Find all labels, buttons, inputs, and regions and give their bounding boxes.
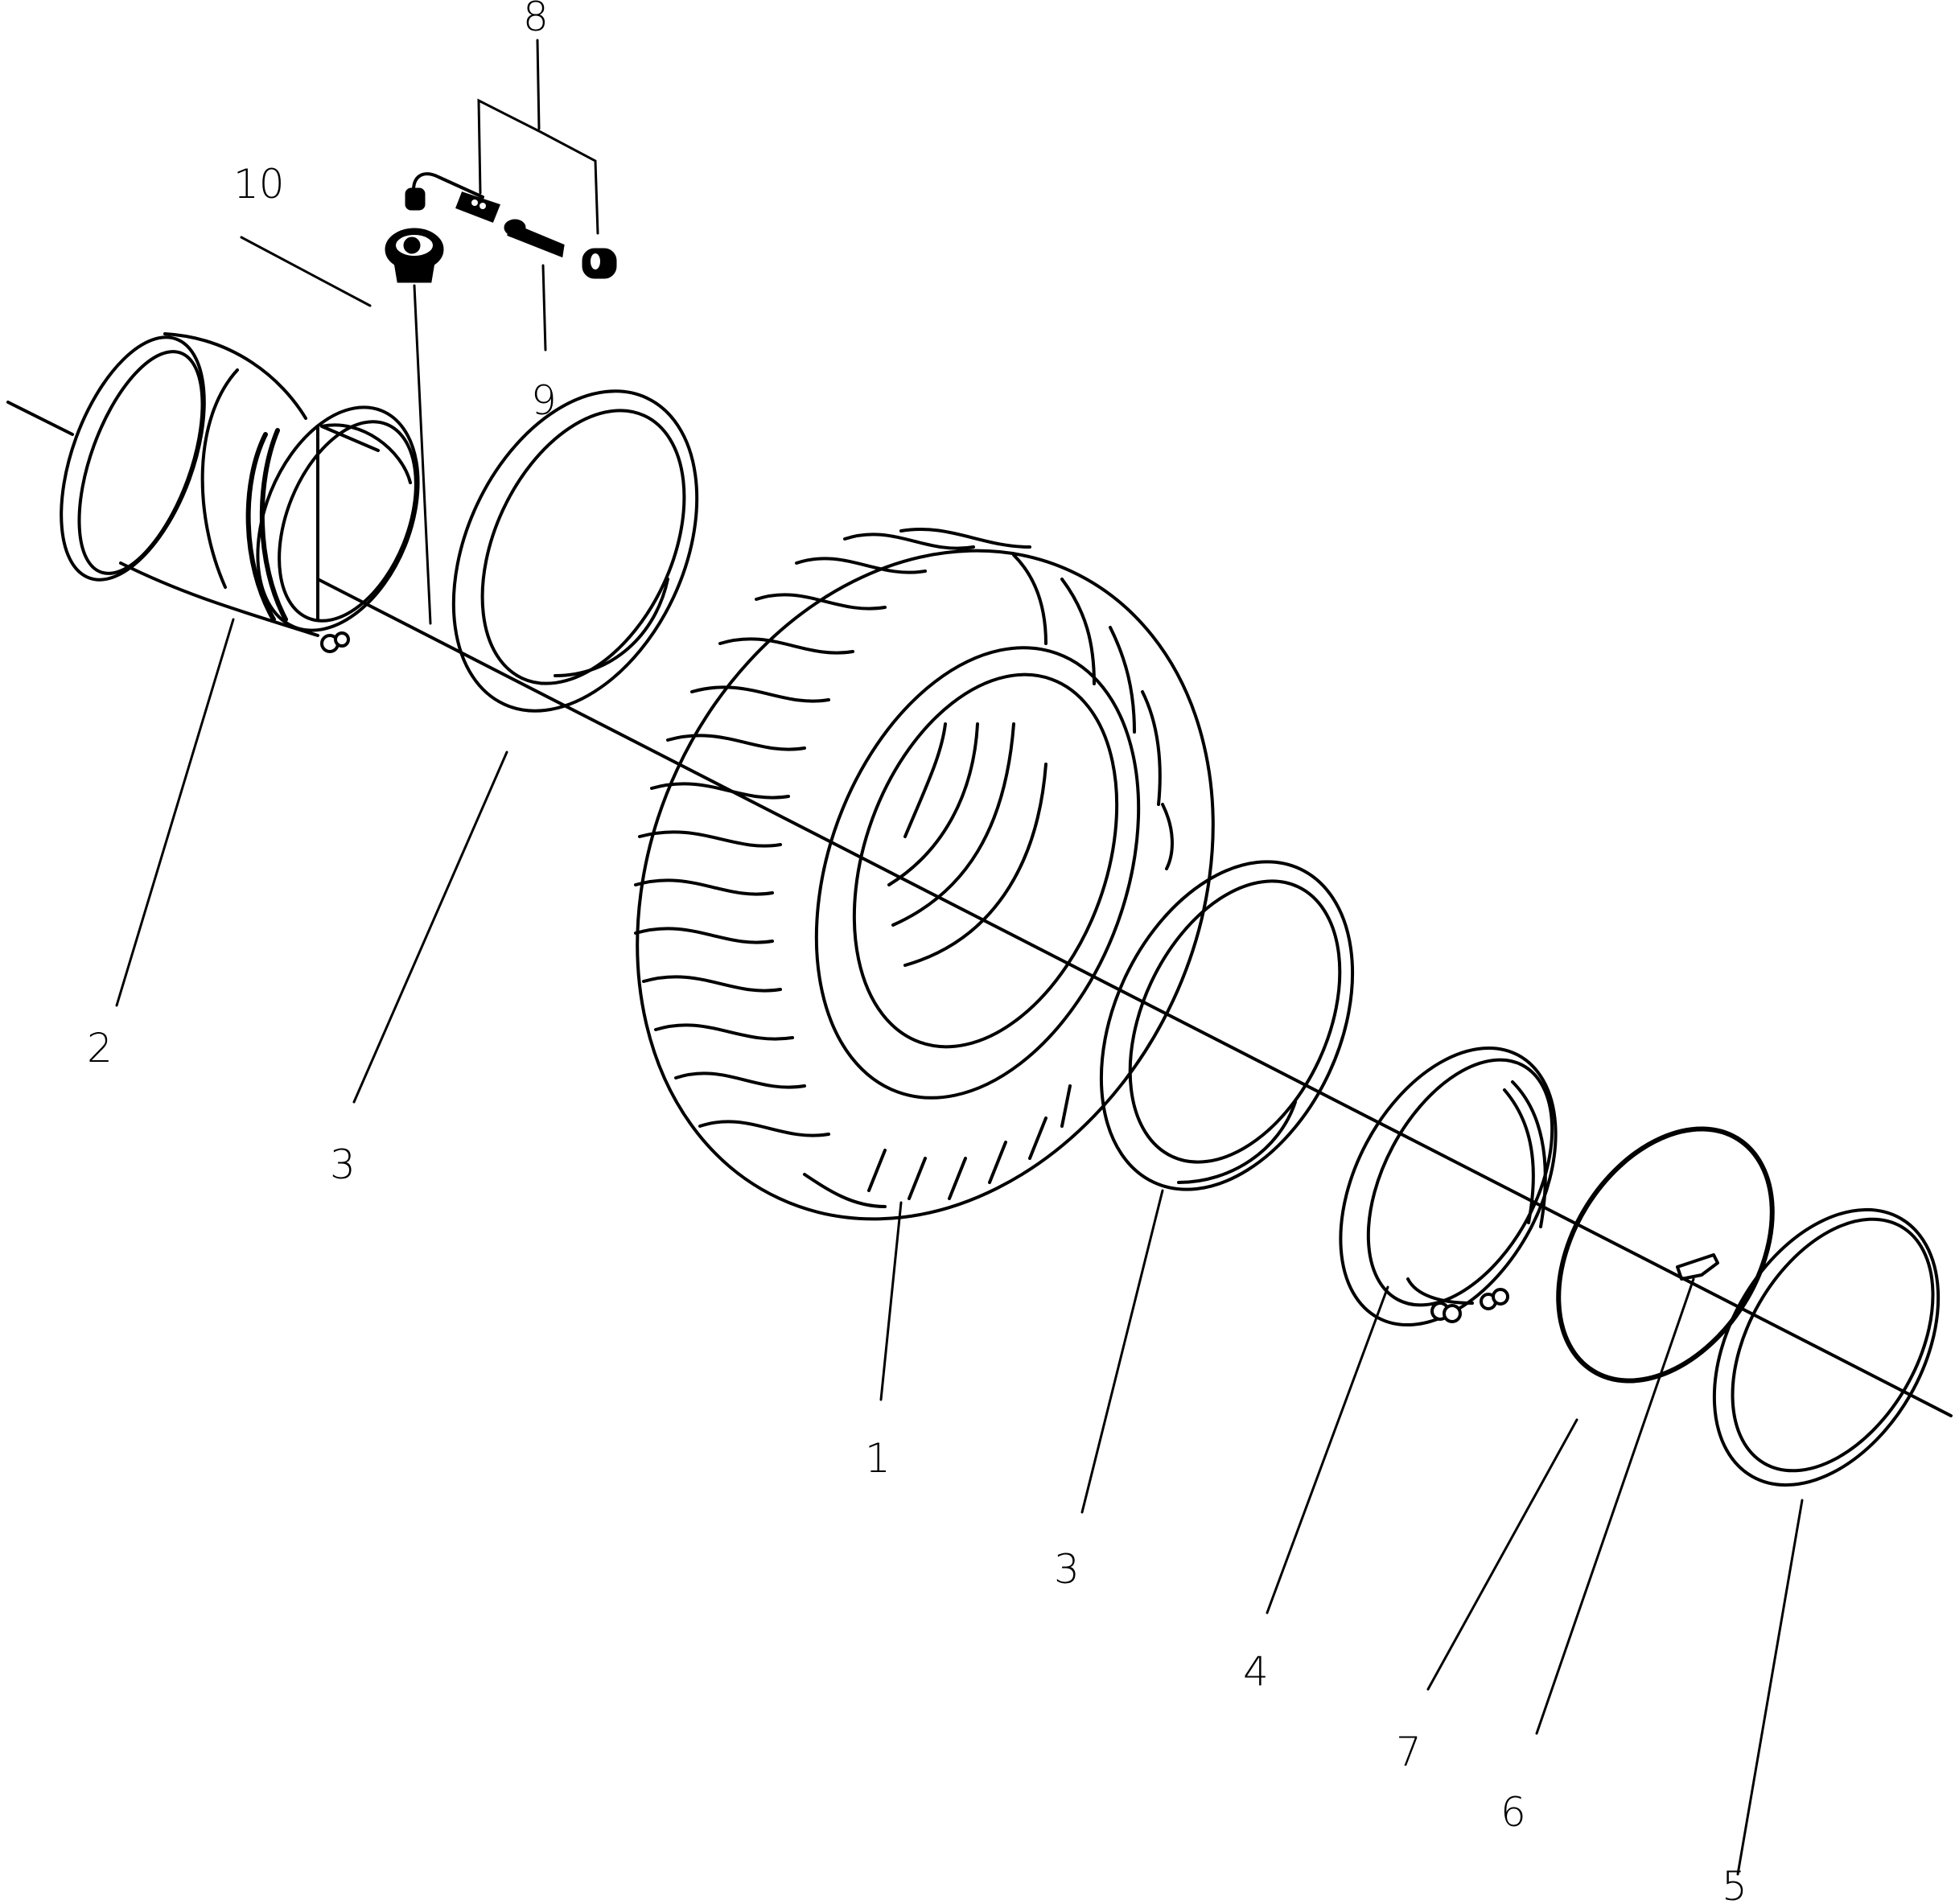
callout-label-2: 2 — [87, 1025, 113, 1071]
callout-label-7: 7 — [1396, 1729, 1422, 1775]
callout-label-3a: 3 — [330, 1141, 356, 1188]
callout-labels: 8 10 9 2 3 1 3 4 7 6 5 — [87, 0, 1747, 1904]
part-2-wheel-rim[interactable] — [32, 319, 448, 654]
part-3a-flap-ring[interactable] — [405, 352, 745, 750]
part-9-valve-core[interactable] — [504, 219, 565, 258]
callout-label-5: 5 — [1722, 1863, 1747, 1904]
callout-leader-lines — [115, 236, 1804, 1876]
part-6-driver-key[interactable] — [1676, 1253, 1719, 1281]
part-5-lock-ring[interactable] — [1669, 1170, 1955, 1524]
callout-label-9: 9 — [531, 377, 557, 424]
part-7-o-ring[interactable] — [1514, 1090, 1816, 1420]
valve-pointer-line — [413, 284, 432, 625]
callout-9-leader — [541, 264, 547, 352]
part-4-side-ring[interactable] — [1297, 1012, 1600, 1362]
callout-label-3b: 3 — [1054, 1546, 1080, 1593]
callout-label-8: 8 — [523, 0, 549, 40]
tire-inner-ribs — [887, 722, 1047, 967]
part-1-tire[interactable] — [531, 456, 1319, 1314]
part-8-valve-assembly[interactable] — [405, 172, 617, 279]
callout-8-bracket — [477, 39, 599, 235]
callout-label-6: 6 — [1500, 1789, 1526, 1836]
callout-1-leader — [879, 1201, 903, 1401]
tire-tread — [634, 527, 1174, 1208]
part-10-valve-base[interactable] — [385, 228, 444, 283]
callout-label-10: 10 — [233, 161, 285, 208]
assembly-axis — [6, 401, 1953, 1417]
part-3b-flap-ring[interactable] — [1052, 821, 1401, 1230]
callout-label-1: 1 — [865, 1435, 891, 1482]
callout-label-4: 4 — [1243, 1648, 1269, 1695]
